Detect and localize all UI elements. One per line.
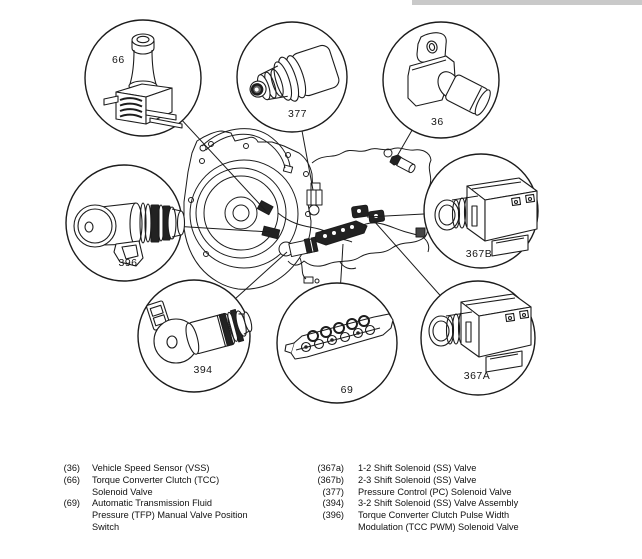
legend-text: 2-3 Shift Solenoid (SS) Valve xyxy=(358,474,477,485)
top-strip xyxy=(412,0,642,5)
part-pc-solenoid xyxy=(249,44,340,102)
legend-row: Switch xyxy=(48,522,248,534)
callout-label-66: 66 xyxy=(112,54,125,66)
tcc-pwm-on-case xyxy=(261,225,281,240)
legend-text: Vehicle Speed Sensor (VSS) xyxy=(92,463,210,473)
legend-row: Pressure (TFP) Manual Valve Position xyxy=(48,510,248,522)
legend-ref-number: (367b) xyxy=(317,474,344,485)
legend-row: (377) Pressure Control (PC) Solenoid Valv… xyxy=(306,487,519,499)
legend-text: Pressure (TFP) Manual Valve Position xyxy=(92,510,248,521)
legend-ref-number: (394) xyxy=(322,498,344,509)
legend-text: 1-2 Shift Solenoid (SS) Valve xyxy=(358,463,477,473)
legend-text: Switch xyxy=(92,521,120,532)
part-tcc-pwm-solenoid xyxy=(73,202,186,267)
legend-row: (396) Torque Converter Clutch Pulse Width xyxy=(306,510,519,522)
transmission-case xyxy=(183,128,432,290)
legend-ref-number: (396) xyxy=(322,510,344,521)
legend-row: Solenoid Valve xyxy=(48,487,248,499)
legend-text: Automatic Transmission Fluid xyxy=(92,498,212,509)
callout-label-367B: 367B xyxy=(466,248,493,260)
legend-ref-number: (69) xyxy=(63,498,80,509)
shift-solenoids-on-case xyxy=(351,204,385,224)
tcc-solenoid-on-case xyxy=(256,200,274,216)
callout-label-377: 377 xyxy=(288,108,307,120)
legend-row: (36) Vehicle Speed Sensor (VSS) xyxy=(48,463,248,475)
legend-row: (66) Torque Converter Clutch (TCC) xyxy=(48,475,248,487)
legend-row: (394) 3-2 Shift Solenoid (SS) Valve Assem… xyxy=(306,498,519,510)
part-tfp-switch xyxy=(284,313,394,360)
legend-text: Pressure Control (PC) Solenoid Valve xyxy=(358,486,512,497)
callout-label-396: 396 xyxy=(118,257,137,269)
pc-solenoid-on-case xyxy=(306,182,323,216)
part-vss xyxy=(407,32,491,116)
legend-row: (367a) 1-2 Shift Solenoid (SS) Valve xyxy=(306,463,519,475)
legend-ref-number: (36) xyxy=(63,463,80,473)
legend-row: (69) Automatic Transmission Fluid xyxy=(48,498,248,510)
legend-left-column: (36) Vehicle Speed Sensor (VSS) (66) Torqu… xyxy=(48,463,248,534)
part-tcc-solenoid xyxy=(103,33,183,129)
legend-row: Modulation (TCC PWM) Solenoid Valve xyxy=(306,522,519,534)
legend-ref-number xyxy=(48,487,80,499)
legend-ref-number xyxy=(48,510,80,522)
32ss-on-case xyxy=(278,236,319,258)
legend-ref-number xyxy=(48,522,80,534)
vss-on-case xyxy=(383,148,416,174)
callout-label-36: 36 xyxy=(431,116,444,128)
tfp-switch-on-case xyxy=(314,220,368,246)
legend-text: Modulation (TCC PWM) Solenoid Valve xyxy=(358,521,519,532)
legend-text: 3-2 Shift Solenoid (SS) Valve Assembly xyxy=(358,498,519,509)
legend-ref-number: (66) xyxy=(63,474,80,485)
legend-text: Solenoid Valve xyxy=(92,486,153,497)
legend-ref-number: (377) xyxy=(322,486,344,497)
cooler-pipes xyxy=(199,128,294,174)
callout-label-394: 394 xyxy=(193,364,212,376)
legend-text: Torque Converter Clutch (TCC) xyxy=(92,474,220,485)
legend-ref-number xyxy=(306,522,344,534)
part-32-shift-assembly xyxy=(146,300,253,364)
legend-ref-number: (367a) xyxy=(317,463,344,473)
callout-labels: 66 377 36 396 367B 394 69 367A xyxy=(112,54,492,396)
legend-row: (367b) 2-3 Shift Solenoid (SS) Valve xyxy=(306,475,519,487)
callout-label-367A: 367A xyxy=(464,370,491,382)
legend-text: Torque Converter Clutch Pulse Width xyxy=(358,510,510,521)
callout-label-69: 69 xyxy=(341,384,354,396)
legend-right-column: (367a) 1-2 Shift Solenoid (SS) Valve (367… xyxy=(306,463,519,534)
